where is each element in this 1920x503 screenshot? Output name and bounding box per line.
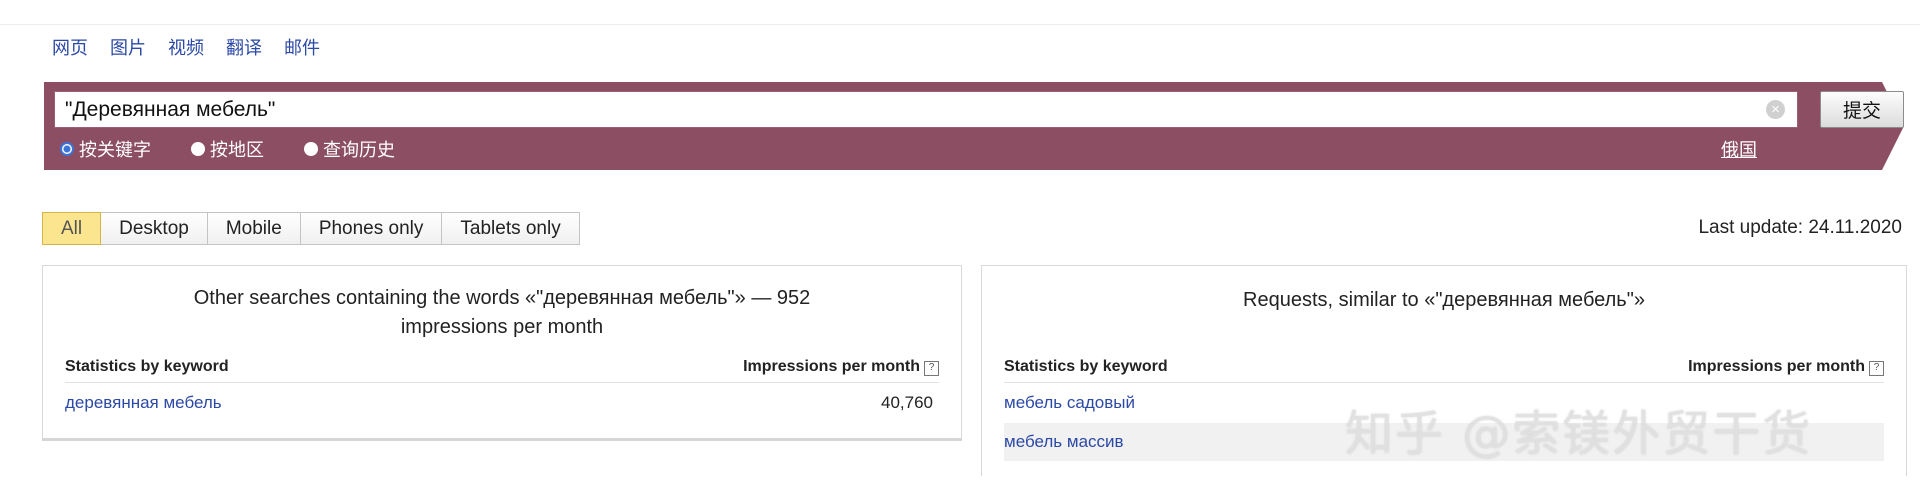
search-mode-label: 查询历史 <box>323 140 395 160</box>
search-band: × 提交 按关键字 按地区 查询历史 俄国 <box>44 82 1904 170</box>
tab-tablets-only[interactable]: Tablets only <box>441 212 580 245</box>
column-header-impressions-label: Impressions per month <box>1688 358 1865 375</box>
tab-phones-only[interactable]: Phones only <box>299 212 443 245</box>
table-row: мебель садовый <box>1004 384 1884 422</box>
service-link-video[interactable]: 视频 <box>168 38 204 58</box>
tab-all[interactable]: All <box>42 212 102 245</box>
panel-title: Other searches containing the words «"де… <box>43 284 961 342</box>
keyword-link[interactable]: деревянная мебель <box>65 393 222 412</box>
radio-icon <box>191 142 205 156</box>
search-mode-region[interactable]: 按地区 <box>191 136 264 162</box>
search-mode-label: 按关键字 <box>79 140 151 160</box>
column-header-keyword: Statistics by keyword <box>1004 358 1168 375</box>
panel-title: Requests, similar to «"деревянная мебель… <box>1243 289 1645 311</box>
table-header: Statistics by keyword Impressions per mo… <box>65 352 939 383</box>
tab-mobile[interactable]: Mobile <box>206 212 301 245</box>
similar-requests-panel: Requests, similar to «"деревянная мебель… <box>981 265 1907 476</box>
column-header-impressions-label: Impressions per month <box>743 358 920 375</box>
column-header-keyword: Statistics by keyword <box>65 358 229 375</box>
table-row: мебель массив <box>1004 423 1884 461</box>
impressions-value: 40,760 <box>881 393 933 412</box>
service-link-web[interactable]: 网页 <box>52 38 88 58</box>
device-tabs: All Desktop Mobile Phones only Tablets o… <box>42 212 580 245</box>
submit-button[interactable]: 提交 <box>1820 91 1904 128</box>
help-icon[interactable]: ? <box>924 361 939 376</box>
service-link-images[interactable]: 图片 <box>110 38 146 58</box>
table-row: деревянная мебель 40,760 <box>65 384 939 422</box>
panel-title-text: Other searches containing the words «"де… <box>193 287 811 338</box>
last-update: Last update: 24.11.2020 <box>1698 217 1902 238</box>
search-mode-group: 按关键字 按地区 查询历史 <box>60 136 395 162</box>
help-icon[interactable]: ? <box>1869 361 1884 376</box>
region-link[interactable]: 俄国 <box>1721 140 1757 160</box>
radio-selected-icon <box>60 142 74 156</box>
keyword-link[interactable]: мебель массив <box>1004 432 1124 451</box>
tab-desktop[interactable]: Desktop <box>100 212 208 245</box>
service-link-mail[interactable]: 邮件 <box>284 38 320 58</box>
keyword-link[interactable]: мебель садовый <box>1004 393 1135 412</box>
service-nav: 网页 图片 视频 翻译 邮件 <box>52 34 320 60</box>
search-mode-keyword[interactable]: 按关键字 <box>60 136 151 162</box>
column-header-impressions: Impressions per month? <box>743 358 939 376</box>
search-mode-label: 按地区 <box>210 140 264 160</box>
contains-words-panel: Other searches containing the words «"де… <box>42 265 962 441</box>
clear-icon[interactable]: × <box>1766 100 1785 119</box>
watermark: 知乎 @索镁外贸干货 <box>1345 406 1813 462</box>
search-box: × <box>54 91 1798 128</box>
column-header-impressions: Impressions per month? <box>1688 358 1884 376</box>
top-divider <box>0 24 1920 25</box>
table-header: Statistics by keyword Impressions per mo… <box>1004 352 1884 383</box>
search-input[interactable] <box>55 92 1797 127</box>
search-mode-history[interactable]: 查询历史 <box>304 136 395 162</box>
service-link-translate[interactable]: 翻译 <box>226 38 262 58</box>
radio-icon <box>304 142 318 156</box>
